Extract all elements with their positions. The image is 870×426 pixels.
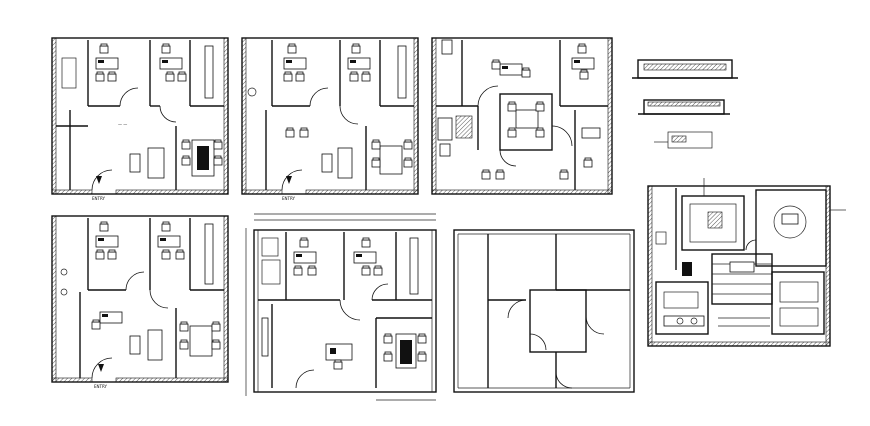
floor-plan-g	[647, 178, 846, 347]
section-details	[632, 59, 738, 149]
floor-plan-f	[453, 229, 635, 393]
svg-text:— —: — —	[118, 122, 127, 127]
entry-label: ENTRY	[92, 196, 105, 201]
floor-plan-d: ENTRY	[51, 215, 229, 389]
floor-plan-c	[431, 37, 613, 195]
entry-label: ENTRY	[282, 196, 295, 201]
floor-plan-b: ENTRY	[241, 37, 419, 201]
floor-plan-e	[245, 213, 437, 401]
floor-plan-a: — — ENTRY	[51, 37, 229, 201]
entry-label: ENTRY	[94, 384, 107, 389]
